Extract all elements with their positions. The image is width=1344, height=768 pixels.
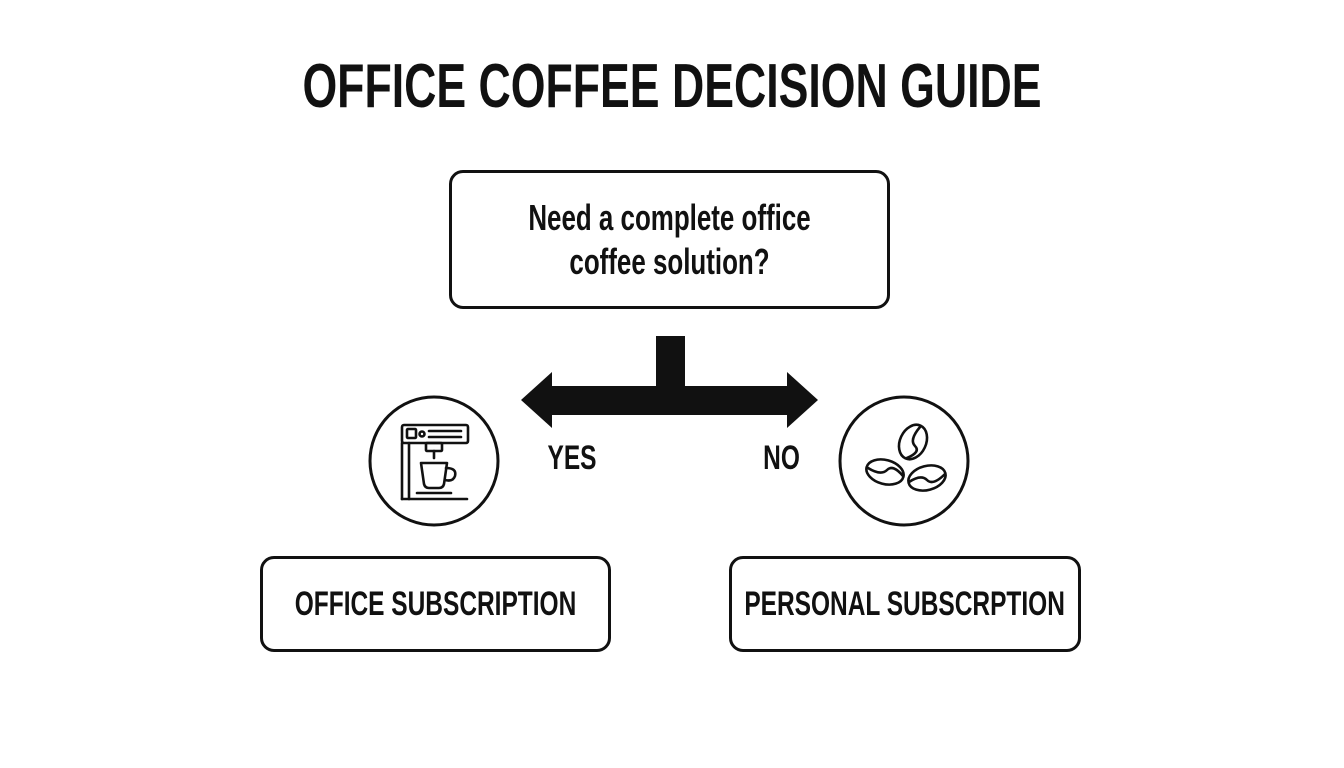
- yes-label: YES: [547, 439, 597, 477]
- personal-subscription-box: PERSONAL SUBSCRPTION: [729, 556, 1081, 652]
- espresso-machine-icon: [368, 395, 500, 527]
- office-subscription-box: OFFICE SUBSCRIPTION: [260, 556, 611, 652]
- page-title: OFFICE COFFEE DECISION GUIDE: [302, 52, 1042, 121]
- personal-subscription-label: PERSONAL SUBSCRPTION: [744, 585, 1066, 623]
- arrow-head-left: [521, 372, 552, 428]
- question-box: Need a complete office coffee solution?: [449, 170, 890, 309]
- arrow-head-right: [787, 372, 818, 428]
- arrow-bar: [548, 386, 792, 415]
- no-label: NO: [763, 439, 800, 477]
- office-subscription-label: OFFICE SUBSCRIPTION: [294, 585, 577, 623]
- question-text: Need a complete office coffee solution?: [528, 196, 811, 282]
- arrow-stem: [656, 336, 685, 392]
- coffee-beans-icon: [838, 395, 970, 527]
